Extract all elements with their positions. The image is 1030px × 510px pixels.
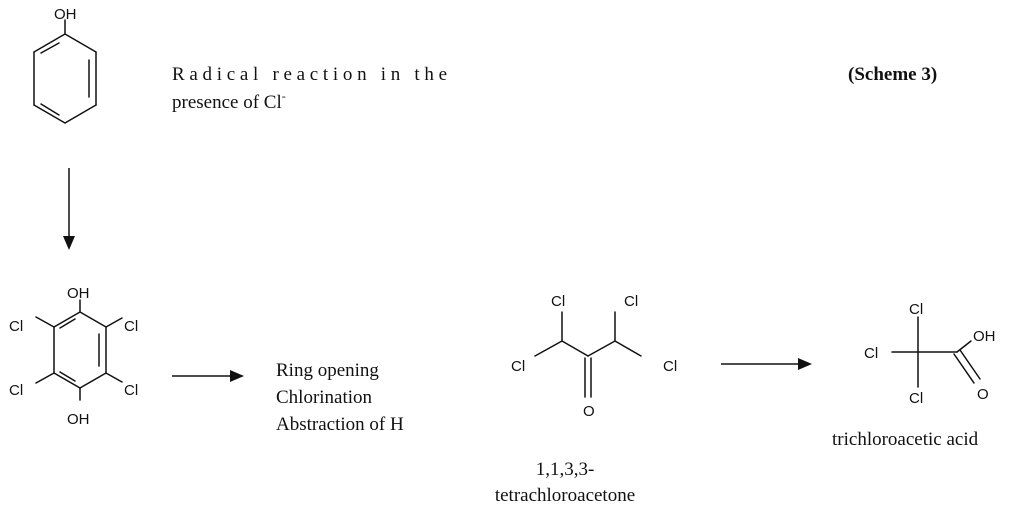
tchq-cl-lower-right-label: Cl — [124, 382, 138, 399]
tca-o-label: O — [583, 403, 595, 420]
tetrachlorohydroquinone-structure: OH OH Cl Cl Cl Cl — [9, 285, 138, 428]
right-arrow-icon — [721, 358, 812, 370]
step1-label-line2: presence of Cl- — [172, 89, 286, 113]
phenol-structure: OH — [33, 6, 97, 124]
tetrachloroacetone-structure: Cl Cl Cl Cl O — [511, 293, 677, 420]
trichloroacetic-acid-name: trichloroacetic acid — [832, 429, 979, 450]
tcaa-cl-bottom-label: Cl — [909, 390, 923, 407]
tchq-cl-upper-left-label: Cl — [9, 318, 23, 335]
scheme-label: (Scheme 3) — [848, 64, 937, 85]
step1-label-line1: Radical reaction in the — [172, 64, 447, 85]
tcaa-oh-label: OH — [973, 328, 996, 345]
phenol-ring-bonds — [33, 19, 97, 124]
tchq-oh-top-label: OH — [67, 285, 90, 302]
tetrachloroacetone-name-line1: 1,1,3,3- — [536, 459, 595, 480]
tcaa-o-label: O — [977, 386, 989, 403]
right-arrow-icon — [172, 370, 244, 382]
tca-bonds — [534, 311, 642, 398]
trichloroacetic-acid-structure: Cl Cl Cl OH O — [864, 301, 996, 407]
tcaa-cl-left-label: Cl — [864, 345, 878, 362]
tchq-oh-bottom-label: OH — [67, 411, 90, 428]
tcaa-bonds — [891, 316, 981, 388]
tca-cl-top-left-label: Cl — [551, 293, 565, 310]
tca-cl-right-label: Cl — [663, 358, 677, 375]
tchq-cl-lower-left-label: Cl — [9, 382, 23, 399]
step2-label-line2: Chlorination — [276, 387, 373, 408]
tca-cl-top-right-label: Cl — [624, 293, 638, 310]
tca-cl-left-label: Cl — [511, 358, 525, 375]
step2-label-line1: Ring opening — [276, 360, 379, 381]
tetrachloroacetone-name-line2: tetrachloroacetone — [495, 485, 635, 506]
phenol-oh-label: OH — [54, 6, 77, 23]
down-arrow-icon — [63, 168, 75, 250]
tchq-ring-bonds — [35, 299, 123, 401]
tcaa-cl-top-label: Cl — [909, 301, 923, 318]
tchq-cl-upper-right-label: Cl — [124, 318, 138, 335]
step2-label-line3: Abstraction of H — [276, 414, 404, 435]
